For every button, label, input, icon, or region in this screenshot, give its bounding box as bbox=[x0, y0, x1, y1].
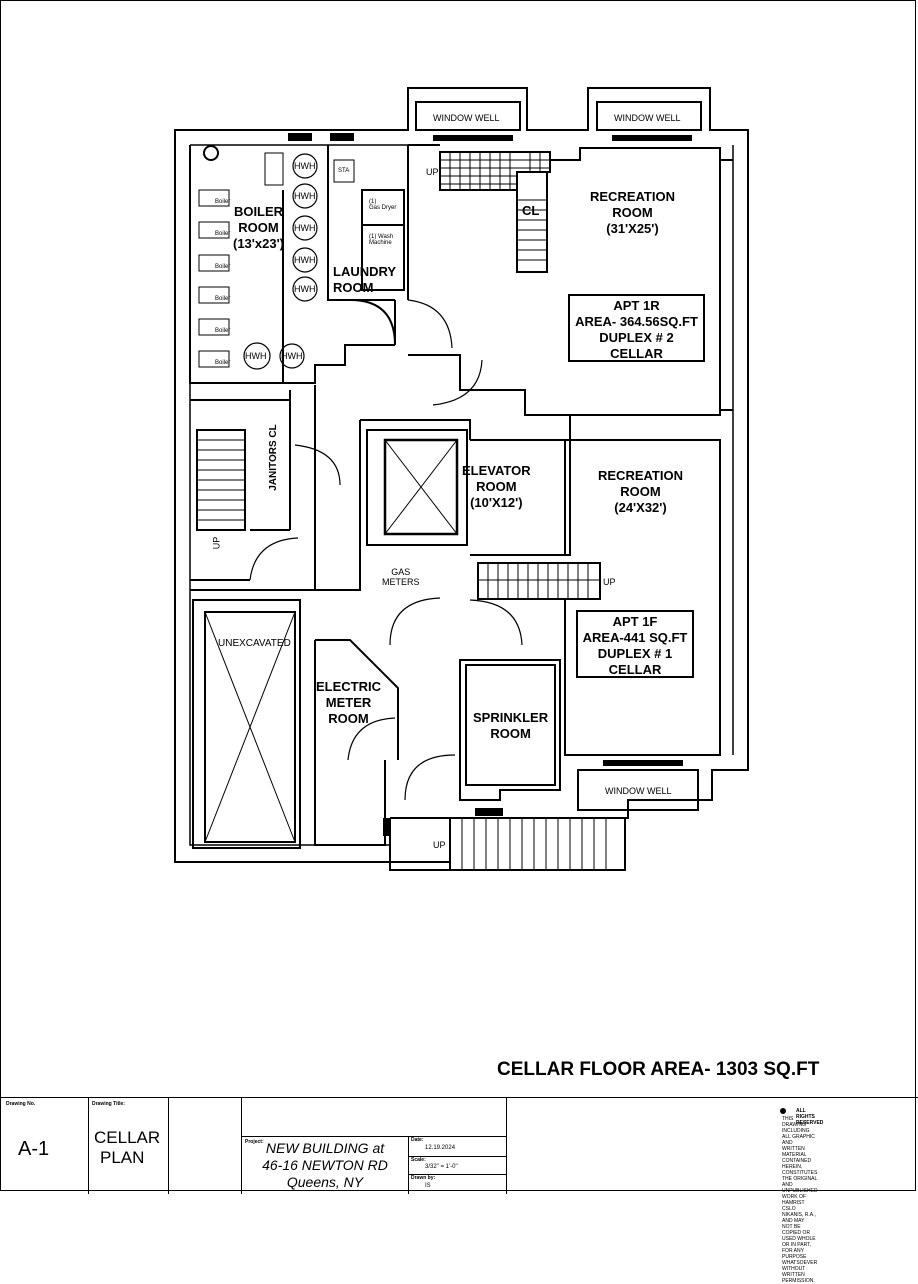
stair-bottom bbox=[449, 817, 626, 871]
boiler-tag-2: Boiler bbox=[215, 231, 231, 237]
hwh-label-1: HWH bbox=[294, 161, 316, 171]
up-label-bottom: UP bbox=[433, 840, 446, 850]
scale-value: 3/32" = 1'-0" bbox=[425, 1164, 458, 1170]
copyright-icon bbox=[780, 1108, 786, 1114]
drawing-sheet bbox=[0, 0, 916, 1191]
window-well-label-left: WINDOW WELL bbox=[433, 113, 500, 123]
date-value: 12.19.2024 bbox=[425, 1145, 456, 1151]
window-well-left bbox=[415, 101, 521, 131]
window-well-bottom bbox=[577, 769, 699, 811]
hwh-label-2: HWH bbox=[294, 191, 316, 201]
boiler-tag-4: Boiler bbox=[215, 296, 231, 302]
drawing-number: A-1 bbox=[18, 1138, 50, 1160]
sta-tag: STA bbox=[338, 168, 350, 174]
hwh-label-5: HWH bbox=[294, 284, 316, 294]
floor-plan bbox=[174, 87, 749, 871]
boiler-tag-5: Boiler bbox=[215, 328, 231, 334]
window-well-right bbox=[596, 101, 702, 131]
drawn-by-value: IS bbox=[425, 1183, 431, 1189]
elevator-shaft bbox=[383, 438, 459, 536]
recreation-top-walls bbox=[407, 144, 733, 416]
electric-room-walls bbox=[314, 639, 399, 846]
drawing-no-cell: Drawing No. A-1 bbox=[0, 1098, 89, 1194]
up-label-top: UP bbox=[426, 167, 439, 177]
stair-top bbox=[439, 151, 551, 191]
hwh-label-6: HWH bbox=[245, 351, 267, 361]
gas-dryer-tag: (1)Gas Dryer bbox=[369, 199, 397, 211]
sprinkler-room-walls bbox=[459, 659, 561, 801]
hwh-label-7: HWH bbox=[281, 351, 303, 361]
hwh-label-3: HWH bbox=[294, 223, 316, 233]
unexcavated-label: UNEXCAVATED bbox=[218, 638, 291, 649]
blank-cell bbox=[169, 1098, 242, 1194]
up-label-left: UP bbox=[211, 536, 222, 550]
unexcavated-area bbox=[192, 599, 301, 849]
boiler-tag-6: Boiler bbox=[215, 360, 231, 366]
window-well-label-right: WINDOW WELL bbox=[614, 113, 681, 123]
up-label-middle: UP bbox=[603, 577, 616, 587]
boiler-tag-1: Boiler bbox=[215, 199, 231, 205]
closet-label: CL bbox=[522, 203, 540, 218]
stair-middle bbox=[477, 562, 601, 600]
floor-area-title: CELLAR FLOOR AREA- 1303 SQ.FT bbox=[497, 1059, 820, 1080]
boiler-room-walls bbox=[189, 145, 395, 384]
window-well-label-bottom: WINDOW WELL bbox=[605, 786, 672, 796]
janitors-closet-label: JANITORS CL bbox=[267, 424, 279, 491]
boiler-tag-3: Boiler bbox=[215, 264, 231, 270]
hwh-label-4: HWH bbox=[294, 255, 316, 265]
